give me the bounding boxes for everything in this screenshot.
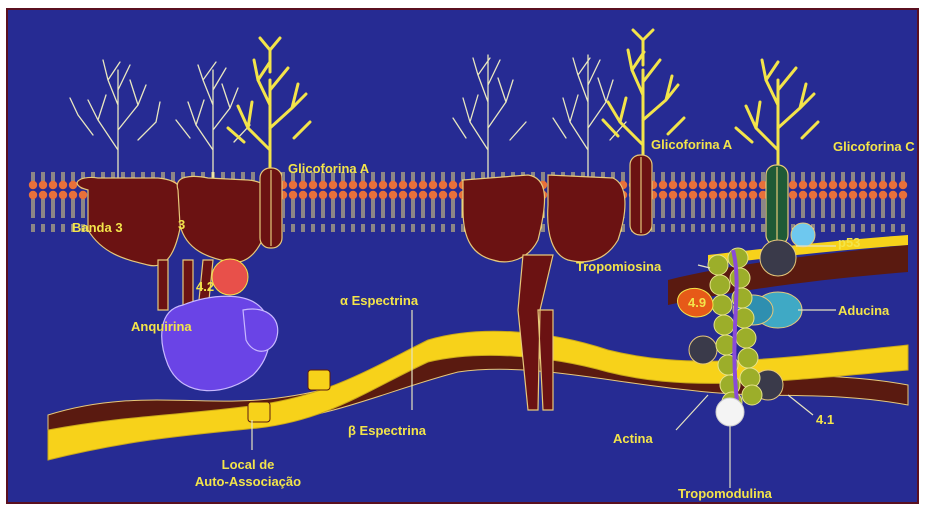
label-banda3-right: 3	[178, 218, 185, 232]
label-p53: p53	[838, 236, 860, 250]
label-alfa-espectrina: α Espectrina	[340, 294, 418, 308]
label-tropomiosina: Tropomiosina	[576, 260, 661, 274]
protein-4-2-shape	[212, 259, 248, 295]
glycophorin-c	[766, 165, 788, 245]
label-glicoforina-a-1: Glicoforina A	[288, 162, 369, 176]
label-auto-associacao: Auto-Associação	[178, 475, 318, 489]
label-aducina: Aducina	[838, 304, 889, 318]
label-actina: Actina	[613, 432, 653, 446]
label-banda3-left: Banda 3	[72, 221, 123, 235]
tropomodulin-shape	[716, 398, 744, 426]
label-glicoforina-a-2: Glicoforina A	[651, 138, 732, 152]
label-4-2: 4.2	[196, 280, 214, 294]
label-local-de: Local de	[183, 458, 313, 472]
glycan-trees	[70, 30, 818, 180]
diagram-canvas: Glicoforina A Glicoforina A Glicoforina …	[6, 8, 919, 504]
band3-tail	[518, 255, 553, 410]
membrane-diagram	[8, 10, 919, 504]
label-4-1: 4.1	[816, 413, 834, 427]
label-anquirina: Anquirina	[131, 320, 192, 334]
label-glicoforina-c: Glicoforina C	[833, 140, 915, 154]
label-tropomodulina: Tropomodulina	[678, 487, 772, 501]
label-4-9: 4.9	[688, 296, 706, 310]
label-beta-espectrina: β Espectrina	[348, 424, 426, 438]
